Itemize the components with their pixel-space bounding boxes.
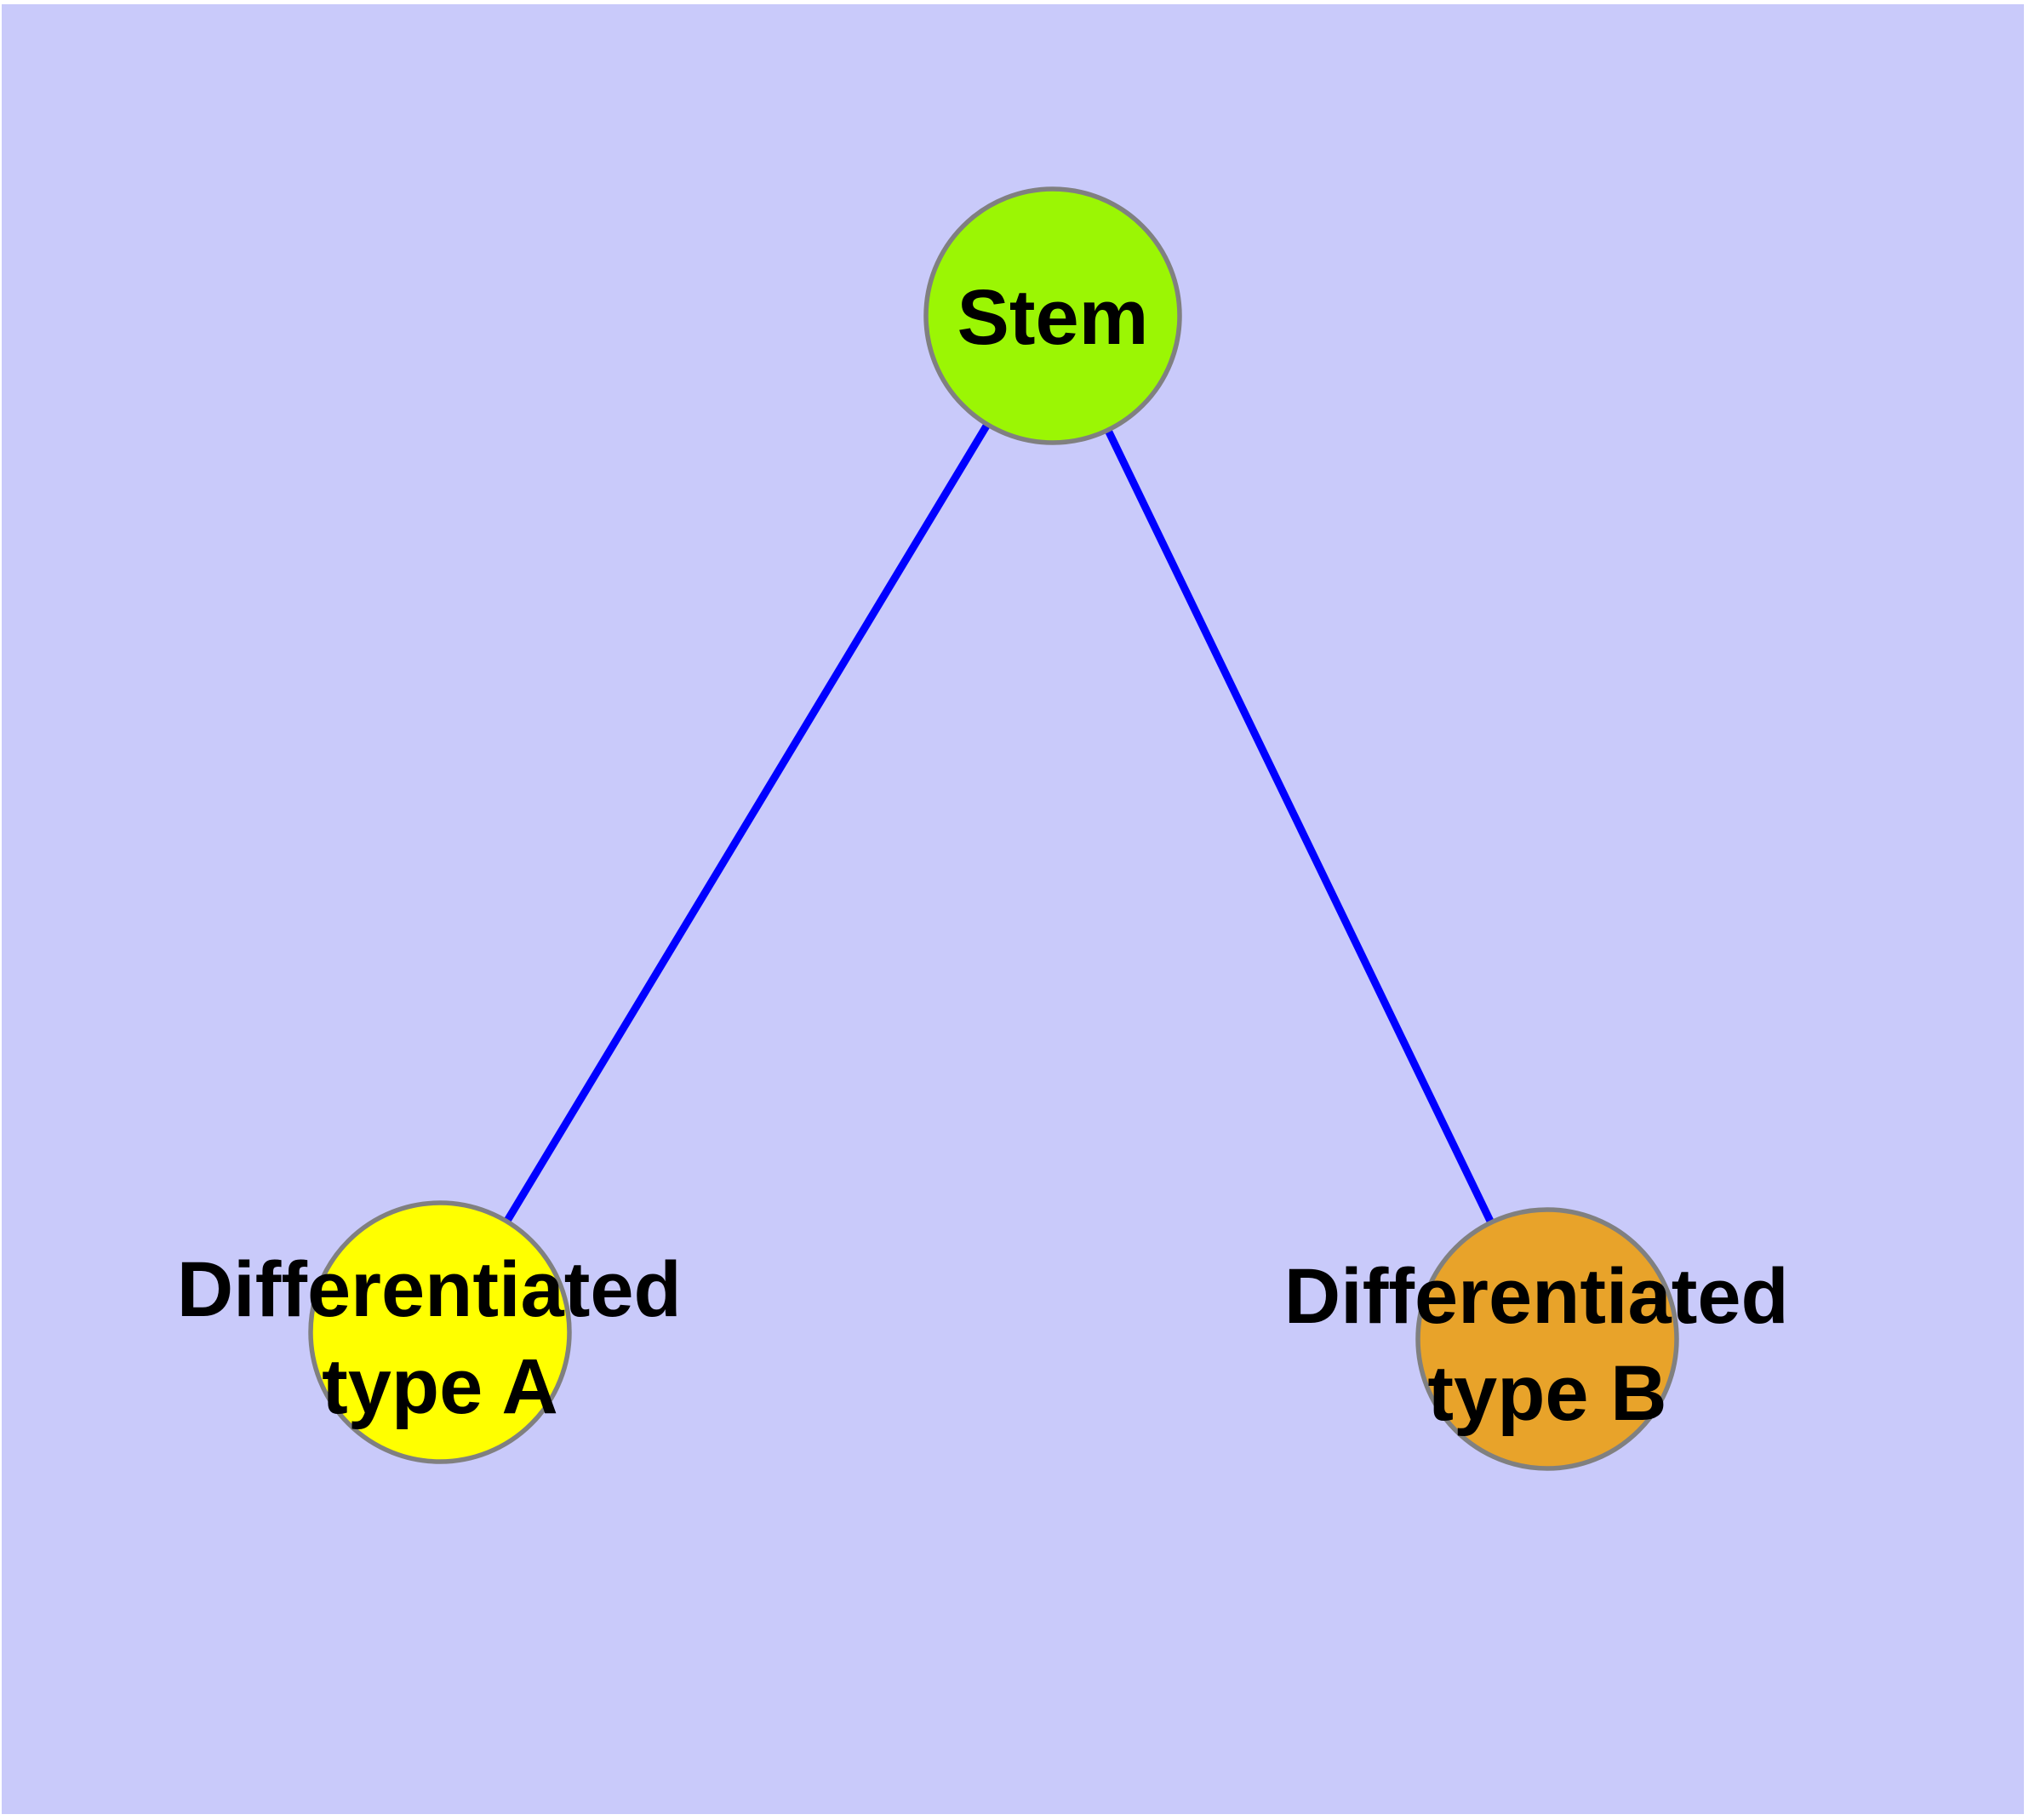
node-group <box>308 186 1679 1471</box>
node-stem[interactable] <box>923 186 1182 445</box>
node-label-line: type B <box>1427 1350 1666 1437</box>
node-label-differentiated-type-b: Differentiated type B <box>1284 1253 1811 1437</box>
node-label-group: Stem Differentiated type A Differentiate… <box>177 274 1811 1437</box>
edge-stem-to-typeA <box>437 313 1056 1335</box>
node-label-differentiated-type-a: Differentiated type A <box>177 1246 704 1430</box>
edge-stem-to-typeB <box>1049 314 1552 1341</box>
node-label-line: Differentiated <box>1284 1253 1789 1340</box>
edge-group <box>437 313 1552 1341</box>
node-label-stem: Stem <box>957 274 1149 361</box>
node-label-line: type A <box>322 1343 558 1430</box>
node-label-line: Differentiated <box>177 1246 682 1333</box>
node-differentiated-type-b[interactable] <box>1415 1207 1679 1471</box>
node-differentiated-type-a[interactable] <box>308 1200 572 1464</box>
